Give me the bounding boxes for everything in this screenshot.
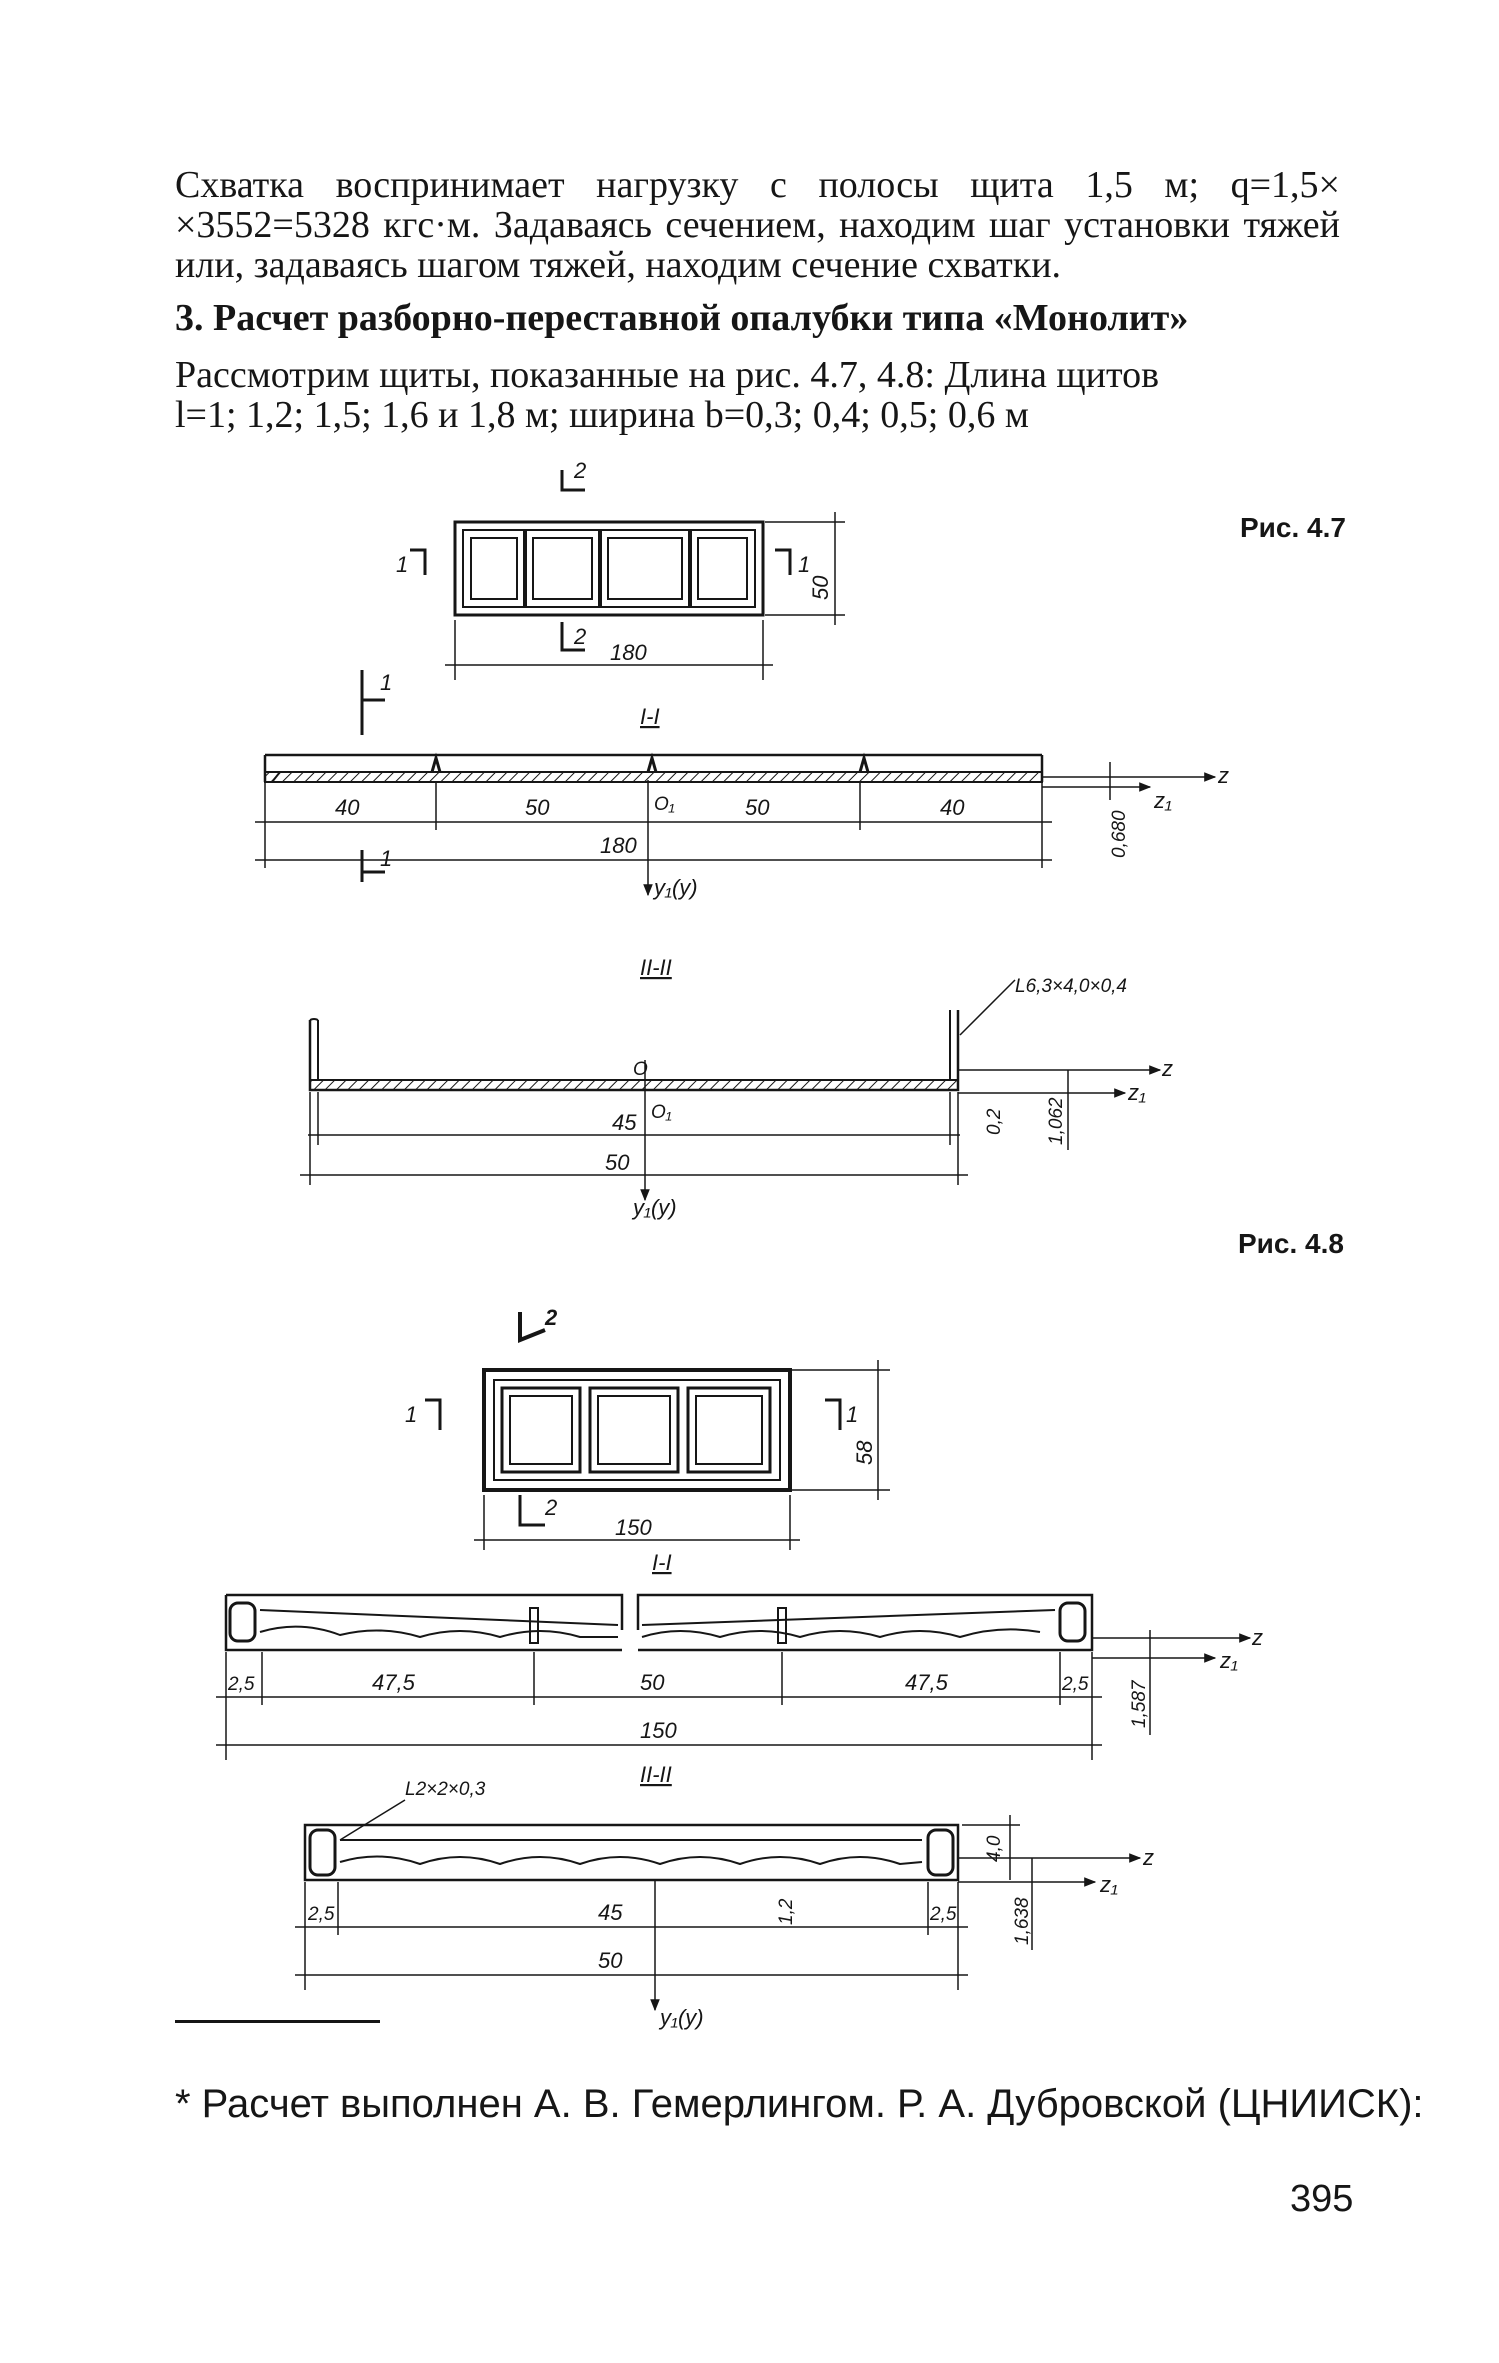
fig47-s2-axis-z1: z₁ [1127,1080,1146,1105]
fig48-s1-total: 150 [640,1718,677,1743]
fig47-plan-cut1-left: 1 [396,552,408,577]
fig47-s1-title: I-I [640,704,660,729]
fig47-section-1: I-I 1 1 z z₁ y₁(y) O₁ [255,670,1229,900]
fig47-s1-dim2: 50 [525,795,550,820]
fig47-plan-cut1-right: 1 [798,552,810,577]
fig48-s2-offset: 1,638 [1012,1897,1033,1945]
fig47-s2-axis-z: z [1161,1056,1173,1081]
fig47-s2-origin1: O₁ [651,1102,672,1123]
fig48-plan-cut2-bottom: 2 [544,1495,557,1520]
fig48-section-2: II-II L2×2×0,3 z z₁ y₁(y) 2,5 45 2,5 1,2 [295,1762,1154,2030]
fig48-s1-axis-z1: z₁ [1219,1648,1238,1673]
fig48-plan-cut2-top: 2 [544,1305,558,1330]
fig47-plan: 2 2 1 1 50 180 [396,458,845,680]
fig47-s2-angle-label: L6,3×4,0×0,4 [1015,976,1127,997]
fig48-s1-dim3: 50 [640,1670,665,1695]
fig47-s2-title: II-II [640,955,672,980]
fig48-s2-axis-z: z [1142,1845,1154,1870]
fig48-s2-total: 50 [598,1948,623,1973]
fig47-s2-inner: 45 [612,1110,637,1135]
fig48-s2-dim3: 2,5 [929,1904,957,1925]
fig48-plan-length: 150 [615,1515,652,1540]
fig48-plan: 2 2 1 1 58 150 [405,1305,890,1550]
fig47-s2-origin: O [633,1059,648,1080]
fig47-s1-dim3: 50 [745,795,770,820]
fig48-s1-dim4: 47,5 [905,1670,949,1695]
paragraph-brace-load: Схватка воспринимает нагрузку с полосы щ… [175,164,1340,286]
fig47-s1-total: 180 [600,833,637,858]
fig47-s1-axis-z1: z₁ [1153,788,1172,813]
fig48-s1-dim2: 47,5 [372,1670,416,1695]
fig48-s2-height: 4,0 [984,1835,1005,1862]
page-number: 395 [1290,2178,1354,2220]
fig48-section-1: I-I z z₁ 2,5 47 [216,1550,1263,1760]
figure-4-8-caption: Рис. 4.8 [1238,1228,1344,1259]
fig47-s1-cut-bottom: 1 [380,846,392,871]
fig48-s2-dim2: 45 [598,1900,623,1925]
fig48-plan-cut1-right: 1 [846,1402,858,1427]
fig47-s1-dim1: 40 [335,795,360,820]
fig47-plan-length: 180 [610,640,647,665]
fig47-plan-cut2-top: 2 [573,458,586,483]
fig48-s1-dim5: 2,5 [1061,1674,1089,1695]
fig48-s1-title: I-I [652,1550,672,1575]
footnote-rule [175,2020,380,2023]
fig47-s1-origin: O₁ [654,794,675,815]
figure-4-7-caption: Рис. 4.7 [1240,512,1346,543]
fig47-s1-dim4: 40 [940,795,965,820]
fig47-s2-axis-y: y₁(y) [631,1195,677,1220]
fig47-plan-width: 50 [808,575,833,600]
fig48-s1-dim1: 2,5 [227,1674,255,1695]
paragraph-panels: Рассмотрим щиты, показанные на рис. 4.7,… [175,355,1340,435]
footnote: * Расчет выполнен А. В. Гемерлингом. Р. … [175,2082,1424,2126]
fig47-section-2: II-II L6,3×4,0×0,4 z z₁ y₁(y) O O₁ 45 [300,955,1173,1220]
fig47-s1-cut-top: 1 [380,670,392,695]
fig47-s1-axis-z: z [1217,763,1229,788]
paragraph-panels-line1: Рассмотрим щиты, показанные на рис. 4.7,… [175,354,1160,396]
fig47-s2-offset: 1,062 [1046,1097,1067,1145]
fig47-plan-cut2-bottom: 2 [573,624,586,649]
fig48-plan-cut1-left: 1 [405,1402,417,1427]
fig47-s1-axis-y: y₁(y) [652,875,698,900]
fig47-s2-total: 50 [605,1150,630,1175]
fig48-s2-angle-label: L2×2×0,3 [405,1779,486,1800]
paragraph-panels-line2: l=1; 1,2; 1,5; 1,6 и 1,8 м; ширина b=0,3… [175,394,1029,436]
fig48-s2-title: II-II [640,1762,672,1787]
fig48-s2-dim1: 2,5 [307,1904,335,1925]
fig48-s2-axis-y: y₁(y) [658,2005,704,2030]
fig48-s1-offset: 1,587 [1129,1679,1150,1728]
fig47-s1-offset: 0,680 [1109,810,1130,858]
fig47-s2-thickness: 0,2 [984,1108,1005,1135]
fig48-s2-rib: 1,2 [776,1898,797,1925]
fig48-s2-axis-z1: z₁ [1099,1872,1118,1897]
fig48-plan-width: 58 [852,1440,877,1465]
section-heading: 3. Расчет разборно-переставной опалубки … [175,297,1189,339]
fig48-s1-axis-z: z [1251,1625,1263,1650]
